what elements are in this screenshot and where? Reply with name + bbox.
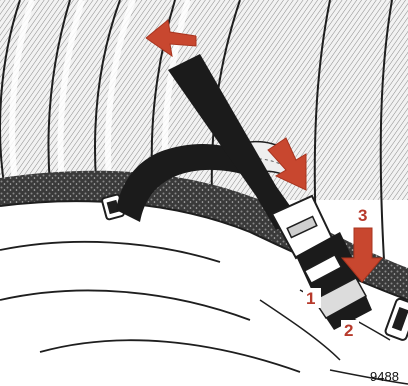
callout-1: 1 [303,288,321,308]
callout-2: 2 [341,320,359,340]
reference-code: 9488 [370,369,399,384]
callout-3: 3 [355,205,373,225]
svg-text:2: 2 [344,321,353,340]
svg-text:1: 1 [306,289,315,308]
svg-text:3: 3 [358,206,367,225]
